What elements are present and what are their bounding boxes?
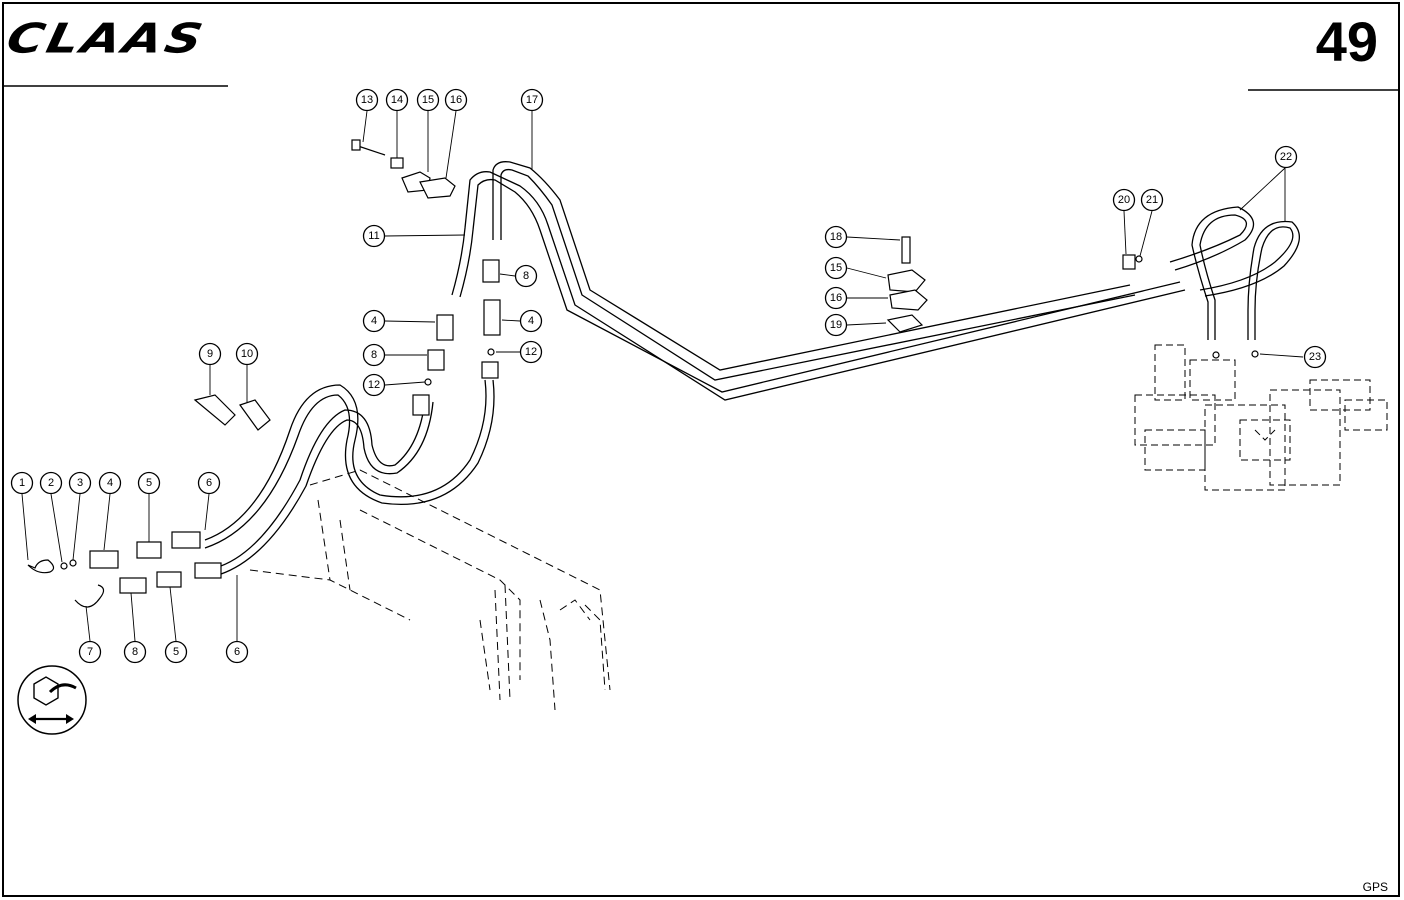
callout-22: 22	[1274, 145, 1298, 169]
callout-label: 11	[368, 230, 379, 242]
callout-balloons: 13 14 15 16 17 11 8 4 4 8 12 12 9 10 1 2…	[10, 88, 1327, 664]
page-number: 49	[1315, 10, 1378, 73]
callout-4: 4	[362, 309, 386, 333]
callout-12: 12	[519, 340, 543, 364]
callout-label: 2	[48, 477, 54, 489]
callout-label: 20	[1118, 194, 1130, 206]
callout-16: 16	[444, 88, 468, 112]
callout-5: 5	[164, 640, 188, 664]
callout-label: 8	[523, 270, 529, 282]
callout-label: 14	[391, 94, 403, 106]
callout-label: 8	[371, 349, 377, 361]
small-parts	[27, 139, 1259, 608]
callout-19: 19	[824, 313, 848, 337]
callout-label: 1	[19, 477, 25, 489]
callout-label: 23	[1309, 351, 1321, 363]
callout-label: 6	[234, 646, 240, 658]
footer-code: GPS	[1362, 880, 1388, 894]
steel-pipe-assembly	[464, 161, 1186, 401]
control-valve-block	[1134, 344, 1388, 491]
callout-label: 17	[526, 94, 538, 106]
callout-label: 22	[1280, 151, 1292, 163]
hose-11	[451, 227, 474, 298]
callout-label: 4	[371, 315, 377, 327]
callout-15: 15	[416, 88, 440, 112]
callout-1: 1	[10, 471, 34, 495]
callout-8: 8	[362, 343, 386, 367]
callout-10: 10	[235, 342, 259, 366]
callout-11: 11	[362, 224, 386, 248]
callout-6: 6	[225, 640, 249, 664]
callout-label: 21	[1146, 194, 1158, 206]
callout-8: 8	[514, 264, 538, 288]
callout-17: 17	[520, 88, 544, 112]
leader-lines	[21, 110, 1304, 642]
callout-13: 13	[355, 88, 379, 112]
callout-4: 4	[519, 309, 543, 333]
callout-label: 4	[107, 477, 113, 489]
callout-18: 18	[824, 225, 848, 249]
callout-23: 23	[1303, 345, 1327, 369]
callout-label: 19	[830, 319, 842, 331]
callout-label: 15	[830, 262, 842, 274]
callout-20: 20	[1112, 188, 1136, 212]
flexible-hoses	[204, 379, 495, 577]
hydraulic-coupling-icon	[17, 665, 87, 735]
callout-label: 10	[241, 348, 253, 360]
callout-14: 14	[385, 88, 409, 112]
callout-5: 5	[137, 471, 161, 495]
callout-label: 4	[528, 315, 534, 327]
callout-label: 8	[132, 646, 138, 658]
callout-label: 5	[173, 646, 179, 658]
callout-label: 16	[450, 94, 462, 106]
callout-16: 16	[824, 286, 848, 310]
callout-label: 6	[206, 477, 212, 489]
hose-loops-22	[1169, 206, 1300, 340]
callout-9: 9	[198, 342, 222, 366]
callout-12: 12	[362, 373, 386, 397]
callout-label: 12	[525, 346, 537, 358]
callout-label: 18	[830, 231, 842, 243]
callout-6: 6	[197, 471, 221, 495]
callout-8: 8	[123, 640, 147, 664]
callout-label: 7	[87, 646, 93, 658]
callout-2: 2	[39, 471, 63, 495]
callout-label: 5	[146, 477, 152, 489]
callout-label: 13	[361, 94, 373, 106]
callout-3: 3	[68, 471, 92, 495]
callout-label: 12	[368, 379, 380, 391]
machine-frame-outline	[249, 469, 611, 711]
callout-21: 21	[1140, 188, 1164, 212]
callout-7: 7	[78, 640, 102, 664]
callout-label: 16	[830, 292, 842, 304]
callout-label: 9	[207, 348, 213, 360]
callout-15: 15	[824, 256, 848, 280]
callout-4: 4	[98, 471, 122, 495]
callout-label: 3	[77, 477, 83, 489]
callout-label: 15	[422, 94, 434, 106]
